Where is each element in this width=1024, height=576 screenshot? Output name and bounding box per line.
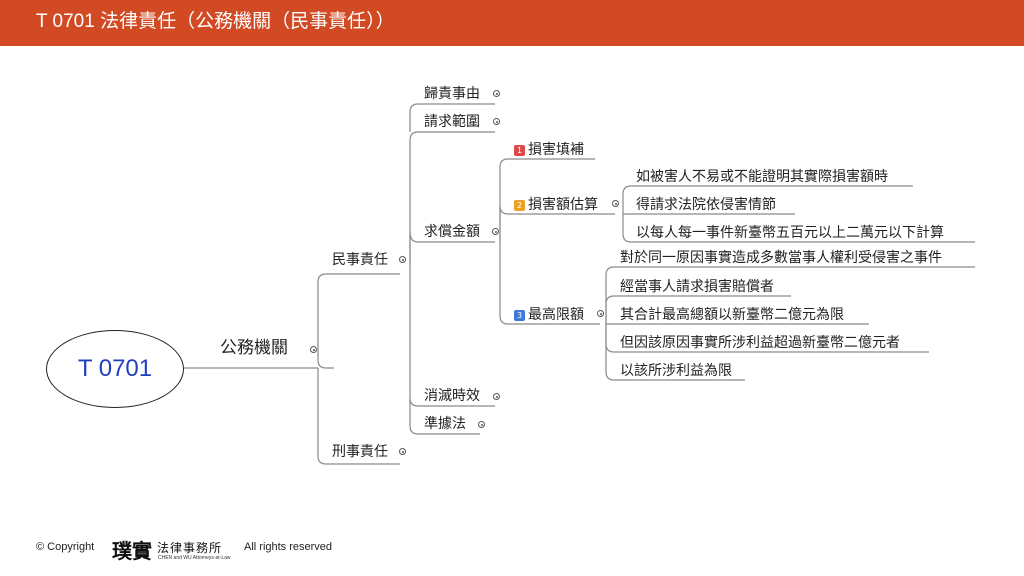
collapse-icon[interactable] bbox=[612, 200, 619, 207]
node-zuigao-label: 最高限額 bbox=[528, 307, 584, 323]
root-node[interactable]: T 0701 bbox=[46, 330, 184, 408]
node-qingqiu[interactable]: 請求範圍 bbox=[424, 114, 480, 130]
expand-icon[interactable] bbox=[478, 421, 485, 428]
leaf-guji-2[interactable]: 得請求法院依侵害情節 bbox=[636, 197, 776, 213]
node-gongwu[interactable]: 公務機關 bbox=[220, 338, 288, 358]
collapse-icon[interactable] bbox=[492, 228, 499, 235]
leaf-zuigao-5[interactable]: 以該所涉利益為限 bbox=[620, 363, 732, 379]
leaf-zuigao-4[interactable]: 但因該原因事實所涉利益超過新臺幣二億元者 bbox=[620, 335, 900, 351]
node-xingshi[interactable]: 刑事責任 bbox=[332, 444, 388, 460]
firm-name-en: CHEN and WU Attorneys-at-Law bbox=[158, 555, 231, 561]
node-qiuchang[interactable]: 求償金額 bbox=[424, 224, 480, 240]
rights-text: All rights reserved bbox=[244, 541, 333, 553]
node-xiaomie[interactable]: 消滅時效 bbox=[424, 388, 480, 404]
node-guize[interactable]: 歸責事由 bbox=[424, 86, 480, 102]
collapse-icon[interactable] bbox=[310, 346, 317, 353]
node-zhunju[interactable]: 準據法 bbox=[424, 416, 466, 432]
leaf-zuigao-3[interactable]: 其合計最高總額以新臺幣二億元為限 bbox=[620, 307, 844, 323]
leaf-zuigao-1[interactable]: 對於同一原因事實造成多數當事人權利受侵害之事件 bbox=[620, 250, 942, 266]
root-label: T 0701 bbox=[77, 355, 153, 382]
priority-1-icon: 1 bbox=[514, 145, 525, 156]
page-title: T 0701 法律責任（公務機關（民事責任）） bbox=[36, 11, 395, 32]
expand-icon[interactable] bbox=[493, 118, 500, 125]
leaf-guji-3[interactable]: 以每人每一事件新臺幣五百元以上二萬元以下計算 bbox=[636, 225, 944, 241]
leaf-guji-1[interactable]: 如被害人不易或不能證明其實際損害額時 bbox=[636, 169, 888, 185]
title-bar: T 0701 法律責任（公務機關（民事責任）） bbox=[0, 0, 1024, 46]
expand-icon[interactable] bbox=[493, 393, 500, 400]
node-guji-label: 損害額估算 bbox=[528, 197, 598, 213]
leaf-zuigao-2[interactable]: 經當事人請求損害賠償者 bbox=[620, 279, 774, 295]
priority-2-icon: 2 bbox=[514, 200, 525, 211]
collapse-icon[interactable] bbox=[399, 256, 406, 263]
firm-name: 法律事務所 bbox=[157, 541, 223, 555]
expand-icon[interactable] bbox=[399, 448, 406, 455]
copyright-text: © Copyright bbox=[36, 541, 95, 553]
priority-3-icon: 3 bbox=[514, 310, 525, 321]
collapse-icon[interactable] bbox=[597, 310, 604, 317]
expand-icon[interactable] bbox=[493, 90, 500, 97]
node-sunhai-label: 損害填補 bbox=[528, 142, 584, 158]
node-minshi[interactable]: 民事責任 bbox=[332, 252, 388, 268]
firm-logo: 璞實 bbox=[112, 539, 152, 563]
